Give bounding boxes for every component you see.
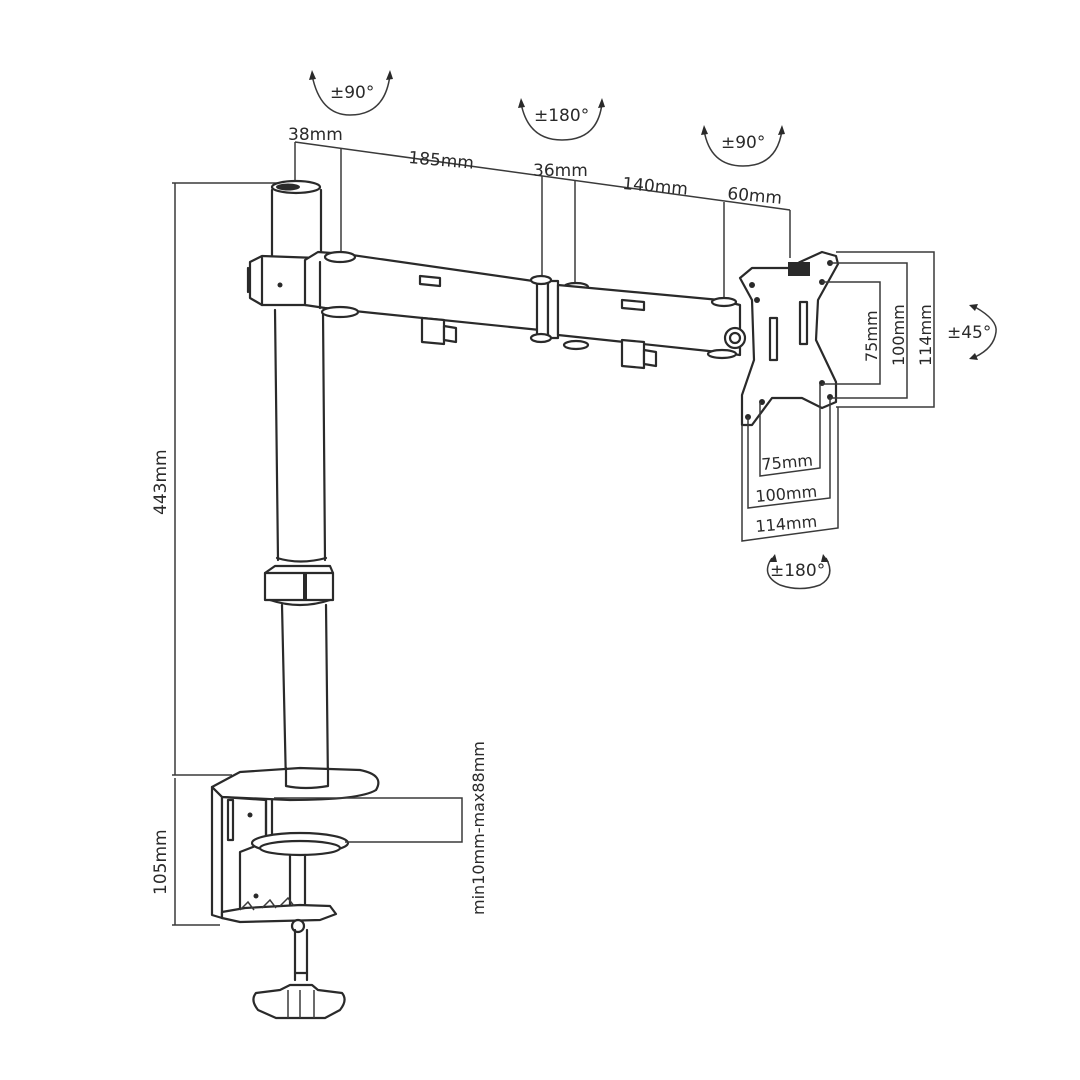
clamp-height-dimension: 105mm: [151, 778, 220, 926]
pole-swivel-label: ±90°: [330, 83, 374, 103]
desk-thickness-label: min10mm-max88mm: [469, 741, 488, 915]
rotation-arc-rotate: ±180°: [766, 554, 831, 590]
vesa-vertical-114-label: 114mm: [916, 304, 935, 366]
tilt-label: ±45°: [947, 323, 991, 343]
vesa-vertical-100-label: 100mm: [889, 304, 908, 366]
vesa-vertical-75-label: 75mm: [862, 310, 881, 362]
arm-assembly: [246, 250, 747, 370]
rotation-arc-tilt: ±45°: [947, 304, 997, 360]
clamp-height-label: 105mm: [151, 829, 171, 895]
head-swivel-label: ±90°: [721, 133, 765, 153]
vesa-horizontal-dimensions: 75mm 100mm 114mm: [741, 384, 839, 542]
vesa-horizontal-75-label: 75mm: [761, 451, 814, 474]
vesa-vertical-dimensions: 75mm 100mm 114mm: [822, 251, 935, 408]
first-arm-label: 185mm: [408, 148, 475, 174]
pole-height-label: 443mm: [151, 449, 171, 515]
pole-offset-label: 38mm: [288, 125, 343, 145]
vesa-head-label: 60mm: [727, 184, 783, 209]
middle-joint-label: 36mm: [533, 161, 588, 181]
rotation-arc-pole: ±90°: [309, 70, 393, 116]
vertical-pole: [263, 179, 335, 787]
rotation-label: ±180°: [770, 561, 825, 581]
rotation-arc-head: ±90°: [701, 125, 785, 167]
elbow-swivel-label: ±180°: [534, 106, 589, 126]
rotation-arc-elbow: ±180°: [518, 98, 605, 141]
second-arm-label: 140mm: [622, 174, 689, 200]
desk-clamp: [210, 766, 380, 1020]
vesa-plate: [738, 250, 840, 427]
arm-length-dimensions: 38mm 185mm 36mm 140mm 60mm: [288, 125, 791, 300]
pole-height-dimension: 443mm: [151, 182, 278, 776]
vesa-horizontal-100-label: 100mm: [755, 482, 818, 506]
desk-thickness-dimension: min10mm-max88mm: [274, 741, 488, 915]
